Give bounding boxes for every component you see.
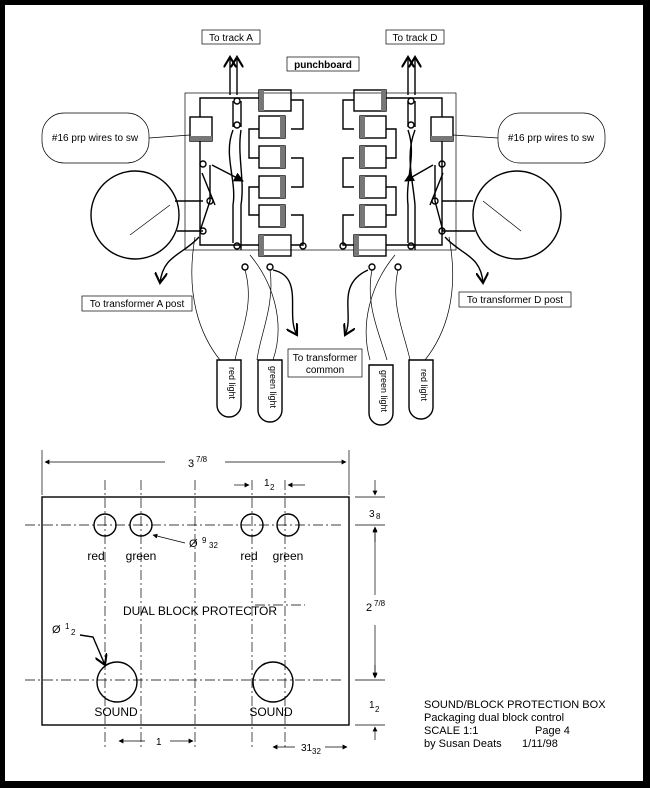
top-dim-whole: 3 (369, 509, 375, 520)
sound-dim-prefix: Ø (52, 624, 61, 636)
green-light-left-label: green light (268, 366, 278, 409)
sound-hole-right (252, 661, 294, 703)
green-light-left: green light (257, 359, 283, 423)
red-light-right: red light (408, 359, 434, 420)
title-line2: Packaging dual block control (424, 712, 564, 724)
sound-dim-num: 1 (65, 622, 70, 631)
top-dim-den: 8 (376, 512, 381, 521)
wires-left-label: #16 prp wires to sw (52, 133, 139, 144)
right-dim-num: 31 (301, 743, 313, 754)
transformer-d-label: To transformer D post (467, 295, 563, 306)
green-light-right-label: green light (379, 370, 389, 413)
half-dim-den: 2 (270, 483, 275, 492)
red-light-left-label: red light (227, 367, 237, 400)
red-light-left: red light (216, 359, 242, 418)
transformer-a-label: To transformer A post (90, 299, 185, 310)
wiring-right (339, 97, 454, 271)
panel-outline (41, 496, 350, 726)
sound-hole-left (96, 661, 138, 703)
title-line1: SOUND/BLOCK PROTECTION BOX (424, 699, 606, 711)
diode-stack-right (353, 89, 387, 257)
hole-dim-num: 9 (202, 536, 207, 545)
track-a-box (201, 29, 261, 45)
hole-dim-den: 32 (209, 541, 218, 550)
sound-left-label: SOUND (94, 705, 138, 719)
punchboard-label-box (286, 56, 360, 72)
height-dim-whole: 2 (366, 602, 372, 614)
hole-red-right-label: red (240, 549, 257, 563)
diode-stack-left (258, 89, 292, 257)
one-dim: 1 (156, 737, 162, 748)
punchboard-label: punchboard (294, 60, 352, 71)
hole-red-left-label: red (87, 549, 104, 563)
punchboard-outline (184, 92, 457, 251)
width-dim-frac: 7/8 (196, 455, 208, 464)
hole-green-left (129, 513, 153, 537)
title-page: Page 4 (535, 725, 570, 737)
wiring-left (189, 97, 307, 271)
wiring-diagram: punchboard To track A To track D (25, 29, 606, 756)
transformer-common-box (287, 348, 363, 378)
hole-red-right (240, 513, 264, 537)
hole-dim-prefix: Ø (189, 538, 198, 550)
transformer-a-box (81, 295, 193, 312)
transformer-d-box (458, 291, 572, 308)
bottom-half-den: 2 (375, 705, 380, 714)
half-dim-num: 1 (264, 478, 270, 489)
transformer-common-label-1: To transformer (293, 353, 358, 364)
track-d-box (385, 29, 445, 45)
green-light-right: green light (368, 364, 394, 426)
transformer-common-label-2: common (306, 365, 344, 376)
right-dim-den: 32 (312, 747, 321, 756)
width-dim-whole: 3 (188, 458, 194, 470)
sound-dim-den: 2 (71, 628, 76, 637)
wires-right-label: #16 prp wires to sw (508, 133, 595, 144)
height-dim-frac: 7/8 (374, 599, 386, 608)
sound-right-label: SOUND (249, 705, 293, 719)
title-line3: SCALE 1:1 (424, 725, 478, 737)
hole-green-right (276, 513, 300, 537)
hole-green-left-label: green (126, 549, 157, 563)
panel-title: DUAL BLOCK PROTECTOR (123, 604, 277, 618)
red-light-right-label: red light (419, 369, 429, 402)
hole-green-right-label: green (273, 549, 304, 563)
switch-left (90, 170, 180, 260)
bottom-half-num: 1 (369, 700, 375, 711)
drawing-sheet: punchboard To track A To track D (5, 5, 643, 781)
hole-red-left (93, 513, 117, 537)
track-d-label: To track D (392, 33, 437, 44)
track-a-label: To track A (209, 33, 253, 44)
title-date: 1/11/98 (522, 738, 558, 750)
switch-right (472, 170, 562, 260)
title-line4: by Susan Deats (424, 738, 502, 750)
